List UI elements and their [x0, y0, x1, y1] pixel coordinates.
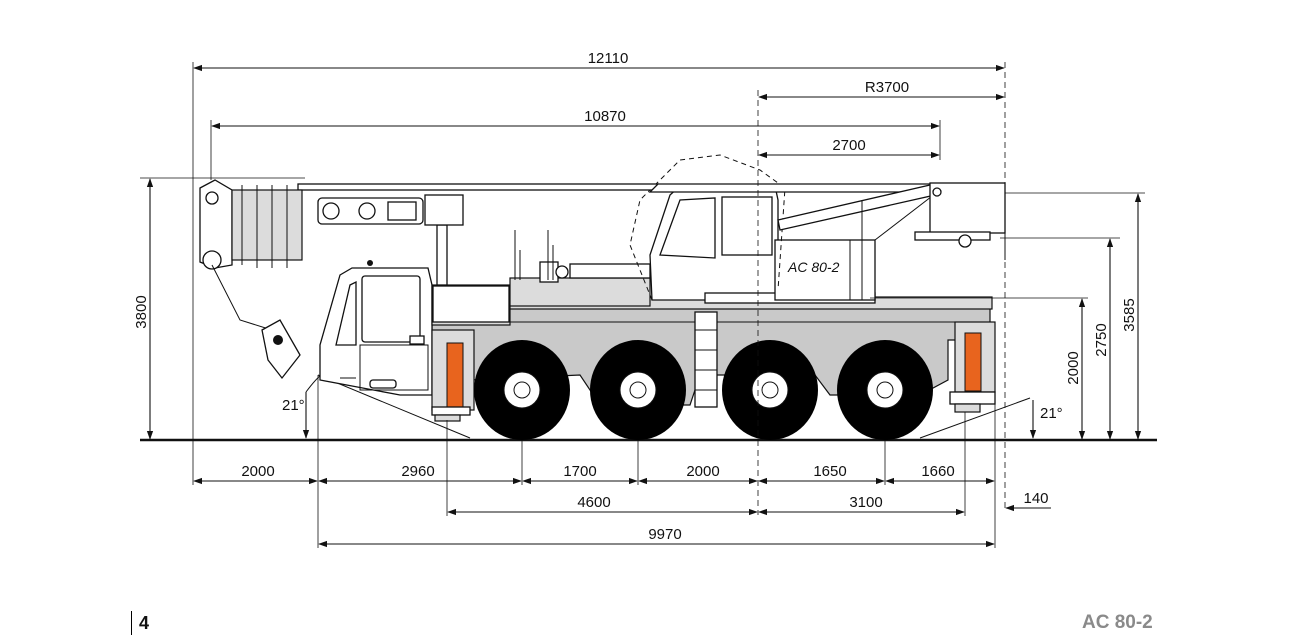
page-number: 4: [131, 611, 149, 635]
hook-block: [261, 319, 301, 380]
extension-lines: [140, 62, 1145, 548]
wheel-3: [722, 340, 818, 440]
dim-height-2750: 2750: [1093, 323, 1110, 356]
dim-carrier-length: 9970: [648, 526, 681, 543]
approach-angle: 21°: [282, 397, 305, 414]
dim-outrigger-rear: 3100: [849, 494, 882, 511]
dim-boom-length: 10870: [584, 108, 626, 125]
rear-warning-panel: [964, 332, 982, 392]
model-badge: AC 80-2: [787, 259, 840, 275]
dim-axle4-rear: 1660: [921, 463, 954, 480]
dim-front-to-axle1: 2960: [401, 463, 434, 480]
boom: [297, 183, 659, 191]
footer-model-name: AC 80-2: [1082, 612, 1153, 633]
counterweight: [774, 239, 876, 301]
wheel-2: [590, 340, 686, 440]
dim-axle2-axle3: 2000: [686, 463, 719, 480]
boom-head: [199, 179, 424, 270]
front-warning-panel: [446, 342, 464, 408]
crane-vehicle: AC 80-2: [199, 154, 1031, 440]
dim-overall-length: 12110: [588, 50, 629, 67]
dim-axle3-axle4: 1650: [813, 463, 846, 480]
vertical-dimensions: 3800 3585 2750 2000 21° 21°: [133, 178, 1142, 440]
dim-overall-height: 3800: [133, 295, 150, 328]
wheel-4: [837, 340, 933, 440]
dim-tail-offset: 2700: [832, 137, 865, 154]
wheel-1: [474, 340, 570, 440]
dim-height-3585: 3585: [1121, 298, 1138, 331]
dim-front-overhang: 2000: [241, 463, 274, 480]
dim-outrigger-front: 4600: [577, 494, 610, 511]
departure-angle: 21°: [1040, 405, 1063, 422]
dim-rear-140: 140: [1023, 490, 1048, 507]
dim-height-2000: 2000: [1065, 351, 1082, 384]
dim-tail-radius: R3700: [865, 79, 909, 96]
dim-axle1-axle2: 1700: [563, 463, 596, 480]
horizontal-dimensions: 12110 R3700 10870 2700 2000 2960 1700 20…: [193, 50, 1051, 548]
